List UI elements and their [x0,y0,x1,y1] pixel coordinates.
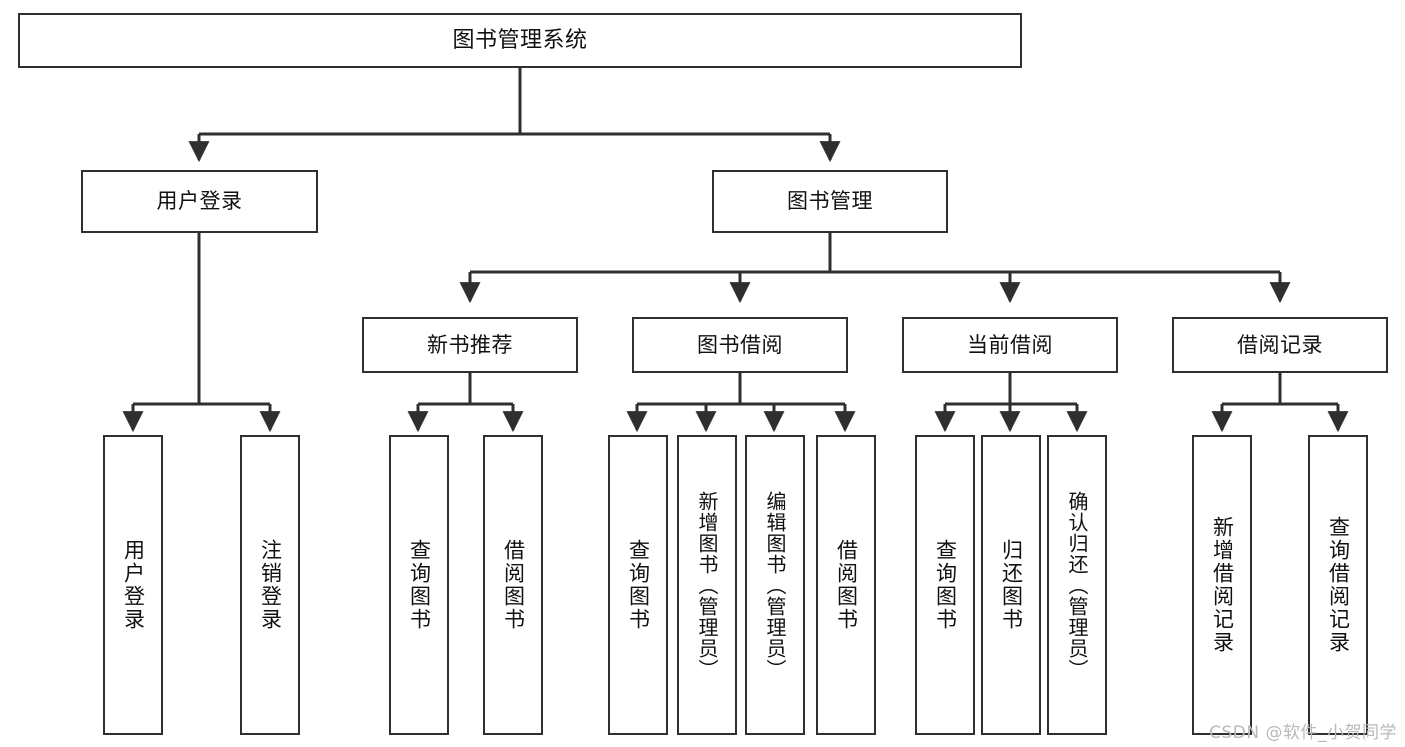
node-label: 查询图书 [933,539,958,631]
node-borrow-records[interactable]: 借阅记录 [1172,317,1388,373]
node-label: 图书借阅 [697,332,783,357]
leaf-confirm-return-admin[interactable]: 确认归还（管理员） [1047,435,1107,735]
leaf-add-borrow-record[interactable]: 新增借阅记录 [1192,435,1252,735]
leaf-borrow-book[interactable]: 借阅图书 [816,435,876,735]
node-label: 借阅图书 [501,539,526,631]
node-new-book-recommend[interactable]: 新书推荐 [362,317,578,373]
leaf-query-book-recommend[interactable]: 查询图书 [389,435,449,735]
node-label: 查询借阅记录 [1326,516,1351,654]
leaf-return-book[interactable]: 归还图书 [981,435,1041,735]
leaf-query-book-borrow[interactable]: 查询图书 [608,435,668,735]
node-label: 用户登录 [121,539,146,631]
leaf-edit-book-admin[interactable]: 编辑图书（管理员） [745,435,805,735]
node-label: 查询图书 [626,539,651,631]
node-label: 新增借阅记录 [1210,516,1235,654]
leaf-add-book-admin[interactable]: 新增图书（管理员） [677,435,737,735]
node-root[interactable]: 图书管理系统 [18,13,1022,68]
node-label: 借阅记录 [1237,332,1323,357]
node-label: 新书推荐 [427,332,513,357]
node-label: 用户登录 [156,189,243,214]
leaf-user-login[interactable]: 用户登录 [103,435,163,735]
node-label: 借阅图书 [834,539,859,631]
node-label: 图书管理 [787,189,873,214]
node-label: 图书管理系统 [452,27,588,53]
node-label: 注销登录 [258,539,283,631]
node-current-borrow[interactable]: 当前借阅 [902,317,1118,373]
leaf-borrow-book-recommend[interactable]: 借阅图书 [483,435,543,735]
node-book-borrow[interactable]: 图书借阅 [632,317,848,373]
node-label: 新增图书（管理员） [695,490,719,680]
leaf-logout[interactable]: 注销登录 [240,435,300,735]
watermark: CSDN @软件_小贺同学 [1209,723,1397,743]
node-label: 编辑图书（管理员） [763,490,787,680]
leaf-query-borrow-record[interactable]: 查询借阅记录 [1308,435,1368,735]
node-label: 归还图书 [999,539,1024,631]
leaf-query-book-current[interactable]: 查询图书 [915,435,975,735]
node-label: 查询图书 [407,539,432,631]
node-user-login[interactable]: 用户登录 [81,170,318,233]
node-label: 当前借阅 [967,332,1053,357]
node-book-management[interactable]: 图书管理 [712,170,948,233]
node-label: 确认归还（管理员） [1065,490,1089,680]
